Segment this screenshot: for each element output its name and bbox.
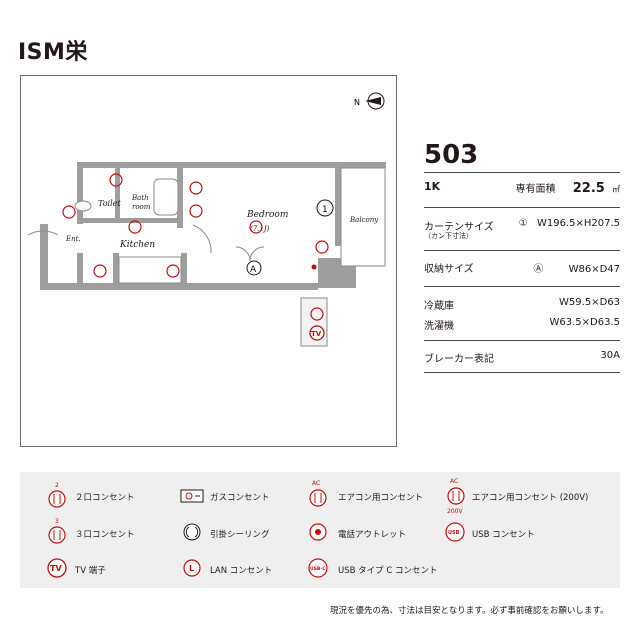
outlet-2-icon (128, 220, 142, 234)
storage-mark: Ⓐ (533, 264, 544, 275)
tv-terminal-icon: TV (47, 558, 67, 578)
ac-200v-outlet-icon: AC 200V (447, 478, 465, 515)
storage-door (235, 246, 265, 262)
divider (424, 172, 620, 173)
svg-text:L: L (189, 564, 194, 573)
legend-outlet2: ２口コンセント (75, 493, 135, 503)
divider (424, 372, 620, 373)
outlet-2-icon (109, 173, 123, 187)
svg-text:3: 3 (55, 518, 59, 525)
floor-plan: N Toilet Bath room Bedroom (7.1J) Kitche… (27, 92, 386, 347)
tv-terminal-icon: TV (309, 325, 325, 341)
gas-outlet-icon (180, 489, 204, 503)
entrance-door (27, 230, 59, 236)
legend-outlet3: ３口コンセント (75, 530, 135, 540)
kitchen-counter (118, 256, 182, 284)
breaker-label: ブレーカー表記 (424, 354, 494, 365)
area-unit: ㎡ (612, 185, 620, 194)
area-value: 22.5 (572, 181, 605, 196)
legend-ceiling: 引掛シーリング (210, 530, 270, 540)
curtain-label: カーテンサイズ (424, 222, 494, 233)
phone-outlet-icon (311, 264, 317, 270)
outlet-2-icon (189, 204, 203, 218)
layout-value: 1K (424, 180, 441, 193)
curtain-mark: ① (518, 218, 528, 229)
lan-outlet-icon: L (183, 559, 201, 577)
usb-c-outlet-icon: USB-C (308, 558, 328, 578)
storage-value: W86×D47 (568, 264, 620, 275)
outlet-3-icon: 3 (48, 518, 66, 544)
room-label-bath-2: room (132, 203, 151, 211)
outlet-2-icon (93, 264, 107, 278)
svg-text:TV: TV (50, 564, 62, 573)
curtain-group: ① W196.5×H207.5 (519, 218, 620, 229)
room-label-bedroom: Bedroom (246, 210, 288, 220)
legend-lan: LAN コンセント (210, 566, 273, 576)
phone-outlet-icon (309, 523, 327, 541)
legend-ac200: エアコン用コンセント (200V) (472, 493, 589, 503)
ac-outlet-icon (315, 240, 329, 254)
legend-ac: エアコン用コンセント (338, 493, 424, 503)
legend-usbc: USB タイプ C コンセント (338, 566, 438, 576)
fridge-value: W59.5×D63 (559, 297, 620, 308)
storage-group: Ⓐ W86×D47 (533, 260, 620, 275)
floor-plan-frame (20, 75, 397, 447)
breaker-value: 30A (600, 350, 620, 361)
room-label-entrance: Ent. (65, 235, 81, 243)
curtain-marker: 1 (316, 199, 334, 217)
divider (424, 286, 620, 287)
outlet-2-icon (310, 307, 324, 321)
storage-marker: A (246, 260, 262, 276)
svg-text:2: 2 (55, 482, 59, 489)
unit-number: 503 (424, 140, 479, 170)
area-label: 専有面積 (515, 184, 556, 195)
room-label-balcony: Balcony (349, 216, 379, 224)
svg-text:USB-C: USB-C (310, 566, 326, 572)
ceiling-icon (183, 523, 201, 541)
svg-text:USB: USB (448, 530, 460, 536)
washer-value: W63.5×D63.5 (549, 317, 621, 328)
svg-text:AC: AC (450, 478, 458, 485)
legend-tv: TV 端子 (75, 566, 106, 576)
outlets (62, 173, 329, 321)
balcony-area (340, 167, 386, 267)
washer-label: 洗濯機 (424, 321, 454, 332)
svg-text:AC: AC (312, 480, 320, 487)
svg-text:200V: 200V (447, 508, 463, 515)
room-label-kitchen: Kitchen (119, 240, 155, 250)
north-arrow-icon: N (354, 92, 385, 110)
svg-text:TV: TV (311, 330, 322, 338)
kitchen-door (192, 224, 212, 254)
legend-panel: 2 ２口コンセント ガスコンセント AC エアコン用コンセント AC 200V … (20, 472, 620, 588)
divider (424, 250, 620, 251)
outlet-2-icon (189, 181, 203, 195)
legend-phone: 電話アウトレット (338, 530, 407, 540)
svg-text:A: A (250, 265, 257, 275)
storage-label: 収納サイズ (424, 264, 474, 275)
curtain-sub-label: （カン下寸法） (424, 232, 473, 240)
legend-gas: ガスコンセント (210, 493, 270, 503)
toilet-fixture (74, 200, 92, 212)
footer-note: 現況を優先の為、寸法は目安となります。必ず事前確認をお願いします。 (330, 606, 609, 616)
area-group: 専有面積 22.5 ㎡ (516, 180, 620, 196)
outlet-2-icon (62, 205, 76, 219)
room-label-bath-1: Bath (131, 194, 149, 202)
property-title: ISM栄 (18, 40, 88, 65)
outlet-2-icon: 2 (48, 482, 66, 508)
room-label-toilet: Toilet (98, 199, 121, 208)
ceiling-icon (249, 220, 263, 234)
fridge-label: 冷蔵庫 (424, 301, 454, 312)
usb-outlet-icon: USB (445, 522, 465, 542)
walls (40, 162, 386, 290)
ac-outlet-icon: AC (309, 480, 327, 507)
divider (424, 207, 620, 208)
room-label-bedroom-size: (7.1J) (250, 225, 270, 233)
legend-usb: USB コンセント (472, 530, 535, 540)
outlet-3-icon (166, 264, 180, 278)
curtain-value: W196.5×H207.5 (536, 218, 620, 229)
north-label: N (354, 98, 360, 107)
divider (424, 340, 620, 341)
svg-text:1: 1 (322, 205, 328, 215)
bathtub (153, 178, 179, 216)
